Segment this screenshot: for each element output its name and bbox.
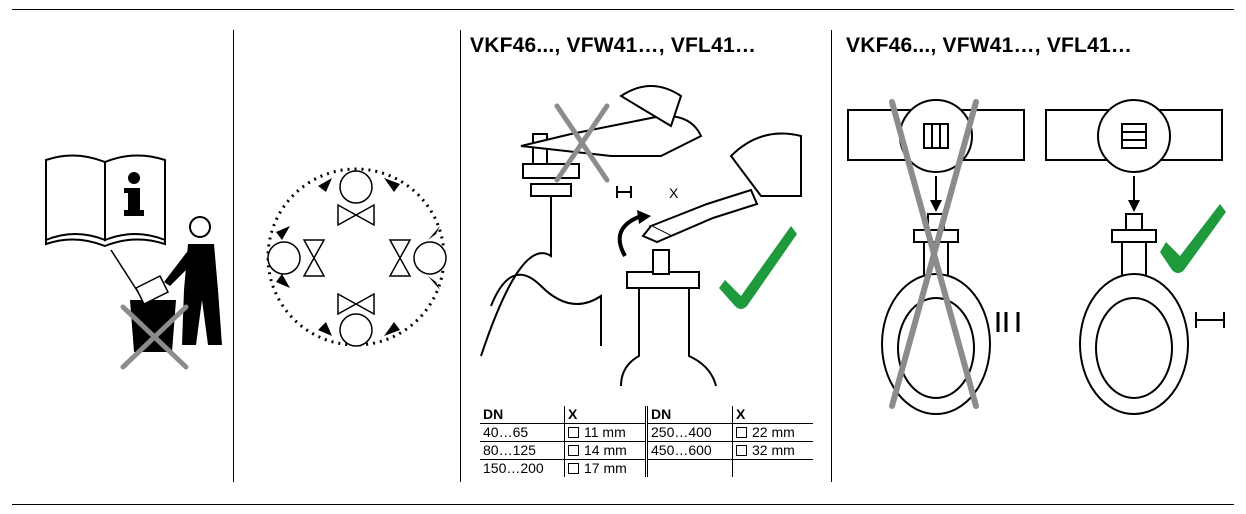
- table-cell: 17 mm: [564, 459, 647, 477]
- table-header-cell: DN: [480, 406, 565, 424]
- table-header-cell: X: [732, 406, 813, 424]
- pliers-hand-icon: [520, 85, 703, 157]
- divider-1: [233, 30, 234, 482]
- table-cell: 14 mm: [564, 441, 647, 460]
- info-icon: [124, 172, 144, 216]
- divider-3: [831, 30, 832, 482]
- square-icon: [568, 445, 579, 456]
- actuator-left-icon: [267, 239, 326, 277]
- check-mark-icon: [719, 226, 797, 309]
- actuator-wrong-icon: [847, 99, 1025, 173]
- square-icon: [736, 445, 747, 456]
- table-cell-value: 14 mm: [584, 442, 627, 458]
- table-cell: 250…400: [645, 423, 733, 442]
- table-cell: 150…200: [483, 460, 544, 476]
- rotation-arrow-icons: [276, 178, 440, 336]
- table-cell: [732, 459, 813, 477]
- wrench-size-label: X: [669, 185, 679, 201]
- table-cell-value: 11 mm: [584, 424, 626, 440]
- table-cell: 11 mm: [564, 423, 647, 442]
- mounting-positions-illustration: [266, 167, 447, 347]
- table-row: 150…200 17 mm: [480, 459, 813, 477]
- wrench-mounting-illustration: X: [480, 85, 802, 387]
- table-cell-value: 17 mm: [584, 460, 627, 476]
- actuator-correct-icon: [1045, 99, 1223, 173]
- actuator-right-icon: [388, 239, 447, 277]
- table-cell: [645, 459, 733, 477]
- width-indicator-icon: [616, 186, 632, 198]
- person-icon: [164, 216, 222, 345]
- table-cell: 22 mm: [732, 423, 813, 442]
- manual-disposal-illustration: [45, 154, 222, 370]
- manual-book-icon: [45, 154, 166, 248]
- prohibited-cross-icon: [889, 99, 979, 409]
- actuator-bottom-icon: [337, 292, 375, 347]
- check-mark-icon: [1160, 204, 1226, 273]
- width-indicator-icon: [1195, 312, 1225, 328]
- square-icon: [568, 463, 579, 474]
- table-header-cell: DN: [645, 406, 733, 424]
- table-row: 40…65 11 mm 250…400 22 mm: [480, 423, 813, 442]
- table-header-row: DN X DN X: [480, 406, 813, 424]
- tight-gap-icon: [996, 312, 1020, 332]
- square-icon: [736, 427, 747, 438]
- waste-bin-icon: [130, 274, 176, 352]
- table-cell-value: 22 mm: [752, 424, 795, 440]
- valve-body-right: [620, 249, 717, 387]
- divider-2: [460, 30, 461, 482]
- spindle-mount-title: VKF46..., VFW41…, VFL41…: [846, 34, 1133, 57]
- flat-mount-title: VKF46..., VFW41…, VFL41…: [470, 34, 757, 57]
- square-icon: [568, 427, 579, 438]
- prohibited-cross-icon: [554, 103, 610, 183]
- actuator-top-icon: [337, 170, 375, 227]
- valve-correct-icon: [1079, 213, 1189, 415]
- table-cell: 450…600: [645, 441, 733, 460]
- table-row: 80…125 14 mm 450…600 32 mm: [480, 441, 813, 460]
- table-cell: 32 mm: [732, 441, 813, 460]
- valve-body-left: [480, 133, 602, 357]
- table-header-cell: X: [564, 406, 647, 424]
- bottom-rule: [12, 504, 1234, 505]
- open-end-wrench-icon: [641, 132, 802, 244]
- table-cell-value: 32 mm: [752, 442, 795, 458]
- table-cell: 40…65: [480, 423, 565, 442]
- rotate-arrow-icon: [617, 214, 642, 257]
- spindle-orientation-illustration: [847, 99, 1226, 415]
- prohibited-cross-icon: [120, 304, 189, 370]
- wrench-size-table: DN X DN X 40…65 11 mm 250…400 22 mm 80…1…: [480, 406, 813, 477]
- table-cell: 80…125: [480, 441, 565, 460]
- top-rule: [12, 9, 1234, 10]
